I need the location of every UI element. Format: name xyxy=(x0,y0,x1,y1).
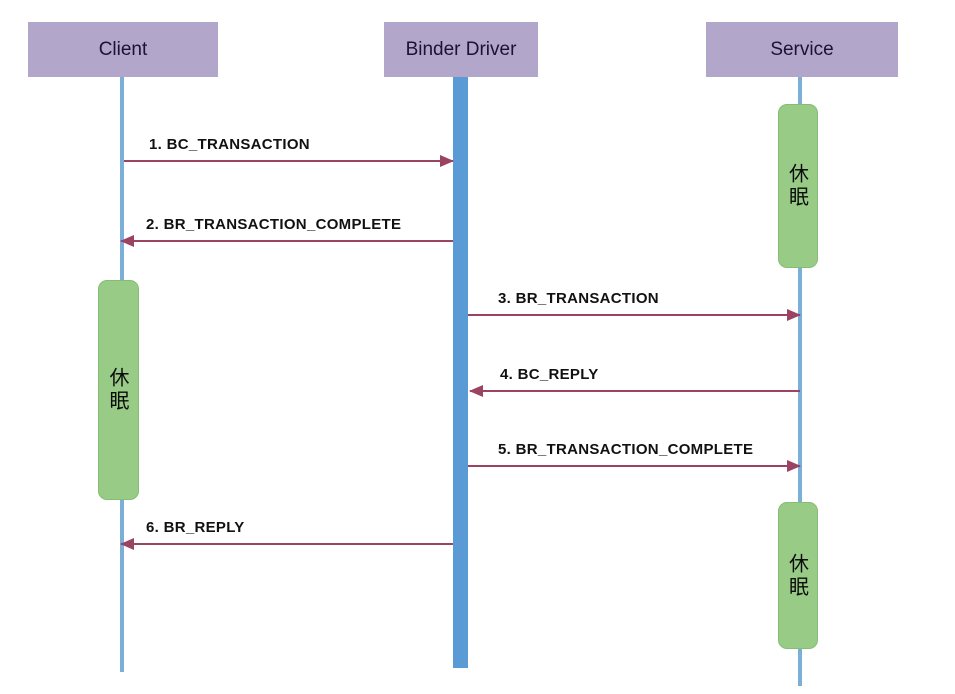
message-br-reply: 6. BR_REPLY xyxy=(120,519,453,550)
actor-label-service: Service xyxy=(770,38,834,60)
actor-label-binder-driver: Binder Driver xyxy=(405,38,517,60)
activation-service-sleep-top: 休眠 xyxy=(778,104,818,268)
message-bc-reply: 4. BC_REPLY xyxy=(469,366,800,397)
actor-box-service: Service xyxy=(706,22,898,77)
lifeline-binder-driver xyxy=(453,77,468,668)
arrow-right-icon xyxy=(440,155,454,167)
arrow-left-icon xyxy=(469,385,483,397)
message-label: 5. BR_TRANSACTION_COMPLETE xyxy=(498,441,754,458)
message-br-transaction-complete-1: 2. BR_TRANSACTION_COMPLETE xyxy=(120,216,453,247)
arrow-line xyxy=(468,309,801,321)
message-label: 1. BC_TRANSACTION xyxy=(149,136,310,153)
arrow-right-icon xyxy=(787,460,801,472)
message-label: 4. BC_REPLY xyxy=(500,366,599,383)
message-label: 2. BR_TRANSACTION_COMPLETE xyxy=(146,216,402,233)
arrow-line xyxy=(120,235,453,247)
arrow-line xyxy=(124,155,454,167)
activation-client-sleep: 休眠 xyxy=(98,280,139,500)
actor-label-client: Client xyxy=(98,38,148,60)
activation-label: 休眠 xyxy=(106,367,130,413)
arrow-line xyxy=(469,385,800,397)
message-label: 6. BR_REPLY xyxy=(146,519,245,536)
activation-label: 休眠 xyxy=(785,552,810,599)
message-bc-transaction: 1. BC_TRANSACTION xyxy=(124,136,454,167)
lifeline-service xyxy=(798,77,802,686)
message-br-transaction-complete-2: 5. BR_TRANSACTION_COMPLETE xyxy=(468,441,801,472)
arrow-left-icon xyxy=(120,235,134,247)
message-label: 3. BR_TRANSACTION xyxy=(498,290,659,307)
actor-box-binder-driver: Binder Driver xyxy=(384,22,538,77)
activation-label: 休眠 xyxy=(785,163,810,209)
message-br-transaction: 3. BR_TRANSACTION xyxy=(468,290,801,321)
arrow-right-icon xyxy=(787,309,801,321)
actor-box-client: Client xyxy=(28,22,218,77)
arrow-left-icon xyxy=(120,538,134,550)
arrow-line xyxy=(468,460,801,472)
activation-service-sleep-bottom: 休眠 xyxy=(778,502,818,649)
arrow-line xyxy=(120,538,453,550)
